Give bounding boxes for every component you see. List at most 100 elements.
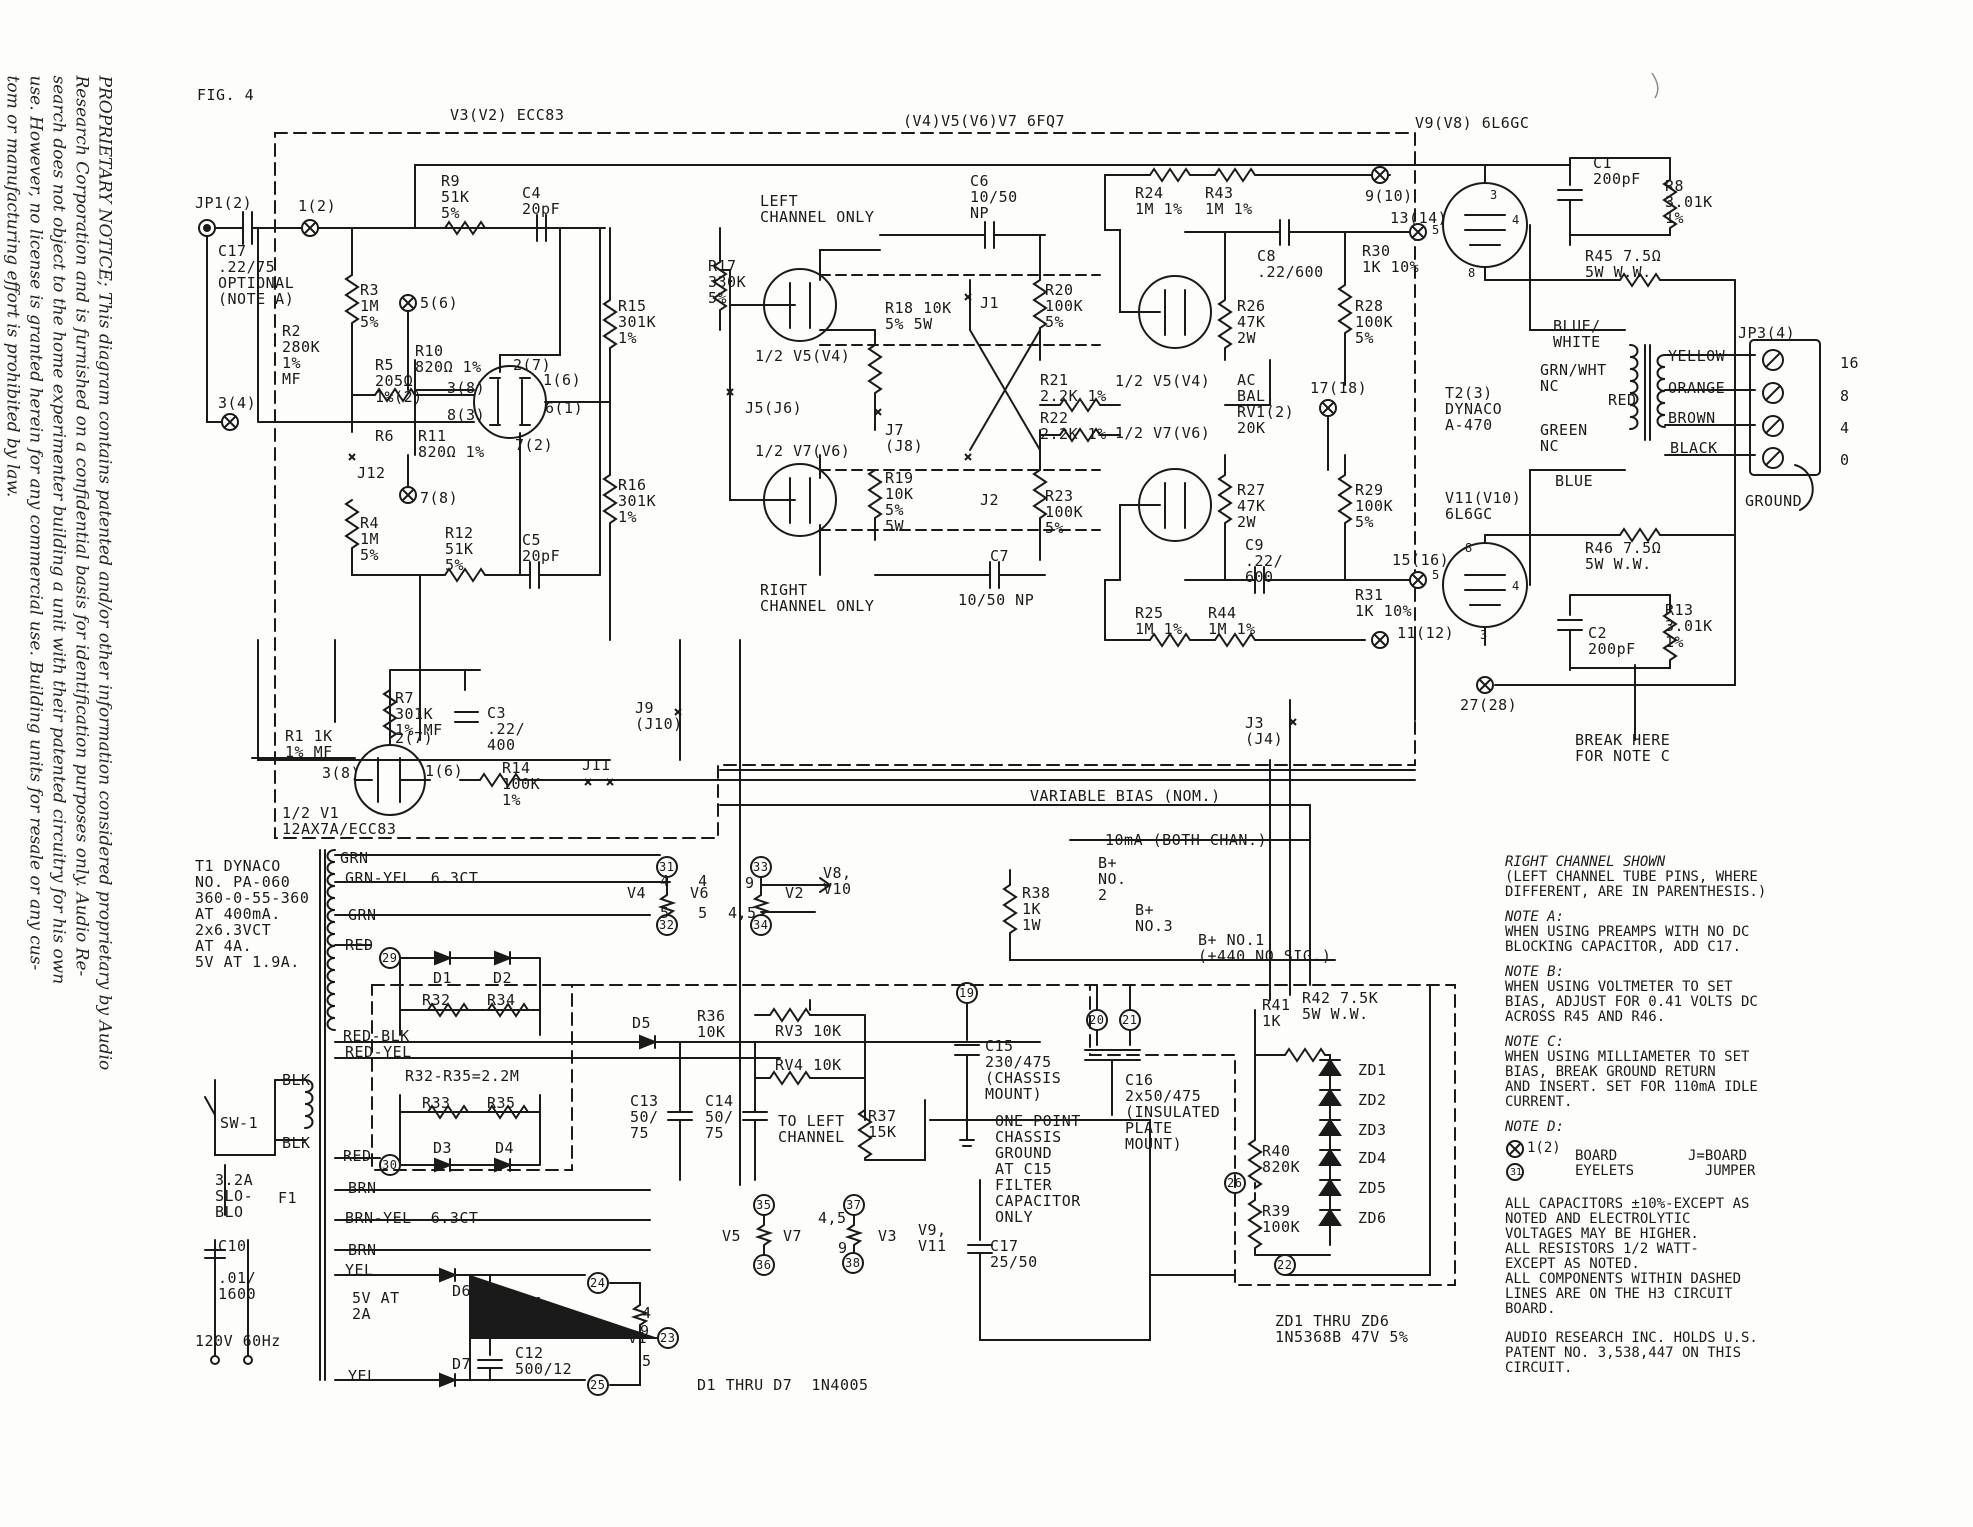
- eyelet-34: 34: [753, 918, 769, 932]
- note-d-board-eyelets: BOARD EYELETS: [1575, 1148, 1635, 1179]
- figure-number: FIG. 4: [197, 86, 255, 104]
- c9-label: C9 .22/ 600: [1245, 536, 1284, 586]
- brn-lead: BRN: [348, 1179, 377, 1197]
- eyelet-24: 24: [590, 1276, 606, 1290]
- eyelet-37: 37: [846, 1198, 862, 1212]
- c17-filter-label: C17 25/50: [990, 1237, 1038, 1271]
- heater-v6: V6: [690, 884, 710, 902]
- heater-pins-4-5: 4,5: [818, 1209, 847, 1227]
- notice-line-2: Research Corporation and is furnished on…: [71, 75, 92, 977]
- eyelet-35: 35: [756, 1198, 772, 1212]
- j3-label: J3 (J4): [1245, 714, 1284, 748]
- v5-header: (V4)V5(V6)V7 6FQ7: [903, 112, 1066, 130]
- tap-8: 8: [1840, 387, 1850, 405]
- r26-label: R26 47K 2W: [1237, 297, 1266, 347]
- v1-heater-pin-4: 4: [642, 1304, 652, 1322]
- heater-v4: V4: [627, 884, 647, 902]
- zd5-label: ZD5: [1358, 1179, 1387, 1197]
- note-a-title: NOTE A:: [1505, 909, 1565, 925]
- v3-tube: [473, 365, 547, 439]
- note-d-symbol-2: 31: [1510, 1167, 1523, 1178]
- jp3-terminal: [1749, 339, 1821, 476]
- r21-label: R21 2.2K 1%: [1040, 371, 1107, 405]
- v3-pin-1-6: 1(6): [543, 371, 582, 389]
- r44-label: R44 1M 1%: [1208, 604, 1256, 638]
- zd6-label: ZD6: [1358, 1209, 1387, 1227]
- heater-v9-v11: V9, V11: [918, 1221, 947, 1255]
- r27-label: R27 47K 2W: [1237, 481, 1266, 531]
- r40-label: R40 820K: [1262, 1142, 1301, 1176]
- heater-v5: V5: [722, 1227, 742, 1245]
- j2-label: J2: [980, 491, 1000, 509]
- eyelet-9-10-label: 9(10): [1365, 187, 1413, 205]
- mains-label: 120V 60Hz: [195, 1332, 281, 1350]
- eyelet-38: 38: [845, 1256, 861, 1270]
- zd4-label: ZD4: [1358, 1149, 1387, 1167]
- left-channel-only-label: LEFT CHANNEL ONLY: [760, 192, 875, 226]
- v1-heater-pin-5: 5: [642, 1352, 652, 1370]
- r39-label: R39 100K: [1262, 1202, 1301, 1236]
- right-channel-shown-title: RIGHT CHANNEL SHOWN: [1505, 854, 1666, 870]
- bplus-1-label: B+ NO.1 (+440 NO SIG.): [1198, 931, 1332, 965]
- ground-label: GROUND: [1745, 492, 1803, 510]
- eyelet-1-2-label: 1(2): [298, 197, 337, 215]
- r19-label: R19 10K 5% 5W: [885, 469, 914, 535]
- note-b-body: WHEN USING VOLTMETER TO SET BIAS, ADJUST…: [1505, 979, 1758, 1025]
- v11-pin-8: 8: [1465, 541, 1473, 555]
- zd1-label: ZD1: [1358, 1061, 1387, 1079]
- r14-label: R14 100K 1%: [502, 759, 541, 809]
- black-lead: BLACK: [1670, 439, 1718, 457]
- to-left-channel-label: TO LEFT CHANNEL: [778, 1112, 845, 1146]
- break-here-label: BREAK HERE FOR NOTE C: [1575, 731, 1671, 765]
- v1-label: 1/2 V1 12AX7A/ECC83: [282, 804, 397, 838]
- heater-pin-9: 9: [745, 874, 755, 892]
- r1-label: R1 1K 1% MF: [285, 727, 333, 761]
- v1-pin-1-6: 1(6): [425, 762, 464, 780]
- c17-input-label: C17 .22/75 OPTIONAL (NOTE A): [218, 242, 295, 308]
- eyelet-3-4-label: 3(4): [218, 394, 257, 412]
- red-lead: RED: [345, 936, 374, 954]
- right-channel-shown-body: (LEFT CHANNEL TUBE PINS, WHERE DIFFERENT…: [1505, 869, 1767, 900]
- r24-label: R24 1M 1%: [1135, 184, 1183, 218]
- r3-label: R3 1M 5%: [360, 281, 380, 331]
- ac-bal-label: AC BAL. RV1(2) 20K: [1237, 371, 1295, 437]
- tap-4: 4: [1840, 419, 1850, 437]
- r20-label: R20 100K 5%: [1045, 281, 1084, 331]
- five-volt-label: 5V AT 2A: [352, 1289, 400, 1323]
- tap-16: 16: [1840, 354, 1860, 372]
- v1-heater-label: V1: [628, 1329, 648, 1347]
- zd2-label: ZD2: [1358, 1091, 1387, 1109]
- eyelet-legend-icon: [1506, 1140, 1524, 1181]
- d1-label: D1: [433, 969, 453, 987]
- j9-label: J9 (J10): [635, 699, 683, 733]
- eyelet-5-6-label: 5(6): [420, 294, 459, 312]
- r38-label: R38 1K 1W: [1022, 884, 1051, 934]
- eyelet-36: 36: [756, 1258, 772, 1272]
- eyelet-17-18-label: 17(18): [1310, 379, 1368, 397]
- v1-heater-pin-9: 9: [640, 1322, 650, 1340]
- r22-label: R22 2.2K 1%: [1040, 409, 1107, 443]
- r6-label: R6: [375, 427, 395, 445]
- board-outline-upper: [274, 132, 1416, 839]
- brn-lead-2: BRN: [348, 1241, 377, 1259]
- eyelet-13-14-label: 13(14): [1390, 209, 1448, 227]
- v1-pin-3-8: 3(8): [322, 764, 361, 782]
- c12-label: C12 500/12: [515, 1344, 573, 1378]
- v5-half-label: 1/2 V5(V4): [755, 347, 851, 365]
- heater-v3: V3: [878, 1227, 898, 1245]
- t1-label: T1 DYNACO NO. PA-060 360-0-55-360 AT 400…: [195, 857, 310, 971]
- red-blk-lead: RED-BLK: [343, 1027, 410, 1045]
- t2-label: T2(3) DYNACO A-470: [1445, 384, 1503, 434]
- blue-lead: BLUE: [1555, 472, 1594, 490]
- note-d-legend: 1(2) 31 BOARD EYELETS J=BOARD JUMPER: [1505, 1139, 1945, 1183]
- r23-label: R23 100K 5%: [1045, 487, 1084, 537]
- j5-label: J5(J6): [745, 399, 803, 417]
- r28-label: R28 100K 5%: [1355, 297, 1394, 347]
- r18-label: R18 10K 5% 5W: [885, 299, 952, 333]
- r36-label: R36 10K: [697, 1007, 726, 1041]
- v9-pin-5: 5: [1432, 223, 1440, 237]
- r34-label: R34: [487, 991, 516, 1009]
- eyelet-11-12-label: 11(12): [1397, 624, 1455, 642]
- v3-pin-7-2: 7(2): [515, 436, 554, 454]
- note-d-title: NOTE D:: [1505, 1119, 1565, 1135]
